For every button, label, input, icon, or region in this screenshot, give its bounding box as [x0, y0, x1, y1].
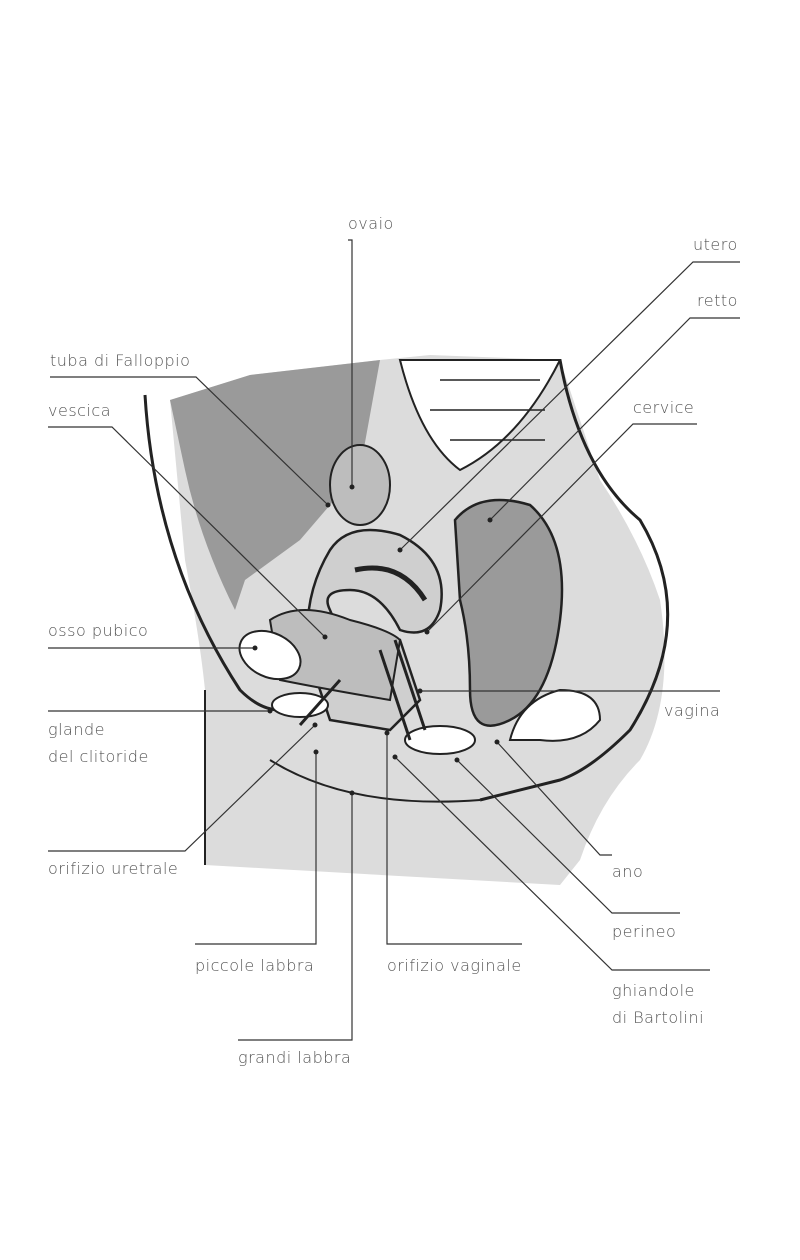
label-orifizio-vaginale: orifizio vaginale [387, 956, 522, 975]
label-ano: ano [612, 862, 644, 881]
leader-lines [48, 239, 740, 1041]
label-vagina: vagina [664, 701, 721, 720]
label-glande-line1: glande [48, 720, 105, 739]
label-orifizio-uretrale: orifizio uretrale [48, 859, 179, 878]
ovary-shape [329, 444, 391, 526]
label-utero: utero [693, 235, 738, 254]
label-retto: retto [697, 291, 738, 310]
label-piccole-labbra: piccole labbra [195, 956, 315, 975]
label-osso-pubico: osso pubico [48, 621, 149, 640]
label-perineo: perineo [612, 922, 677, 941]
label-ghiandole-line2: di Bartolini [612, 1008, 705, 1027]
label-glande-line2: del clitoride [48, 747, 149, 766]
pubic-bone-shape [238, 629, 302, 681]
organs [238, 359, 602, 755]
label-vescica: vescica [48, 401, 111, 420]
label-ghiandole-line1: ghiandole [612, 981, 695, 1000]
label-ovaio: ovaio [348, 214, 394, 233]
label-tuba-di-falloppio: tuba di Falloppio [50, 351, 191, 370]
label-cervice: cervice [633, 398, 695, 417]
anchor-dots [252, 484, 500, 796]
label-grandi-labbra: grandi labbra [238, 1048, 352, 1067]
